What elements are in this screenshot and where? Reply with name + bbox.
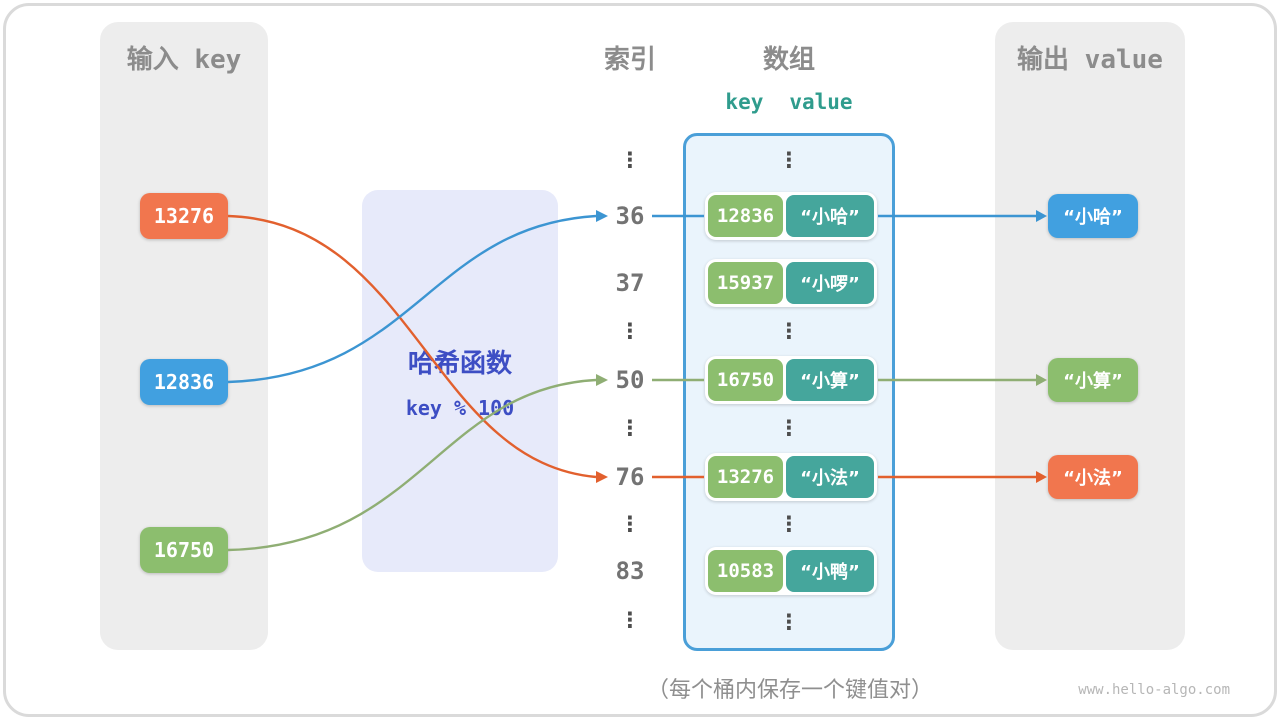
output-value-xiaofa: “小法” [1048, 455, 1138, 499]
hash-function-title: 哈希函数 [407, 348, 512, 379]
index-ellipsis: ⋮ [619, 416, 641, 440]
hash-function-box: 哈希函数 key % 100 [362, 190, 558, 572]
bucket-index-76: 13276 “小法” [705, 453, 877, 501]
array-ellipsis: ⋮ [778, 319, 800, 343]
index-83: 83 [615, 557, 645, 585]
array-ellipsis: ⋮ [778, 610, 800, 634]
index-37: 37 [615, 269, 645, 297]
input-key-12836: 12836 [140, 359, 228, 405]
index-50: 50 [615, 366, 645, 394]
bucket-key: 13276 [708, 456, 783, 498]
output-value-xiaosuan: “小算” [1048, 358, 1138, 402]
site-watermark: www.hello-algo.com [1078, 682, 1230, 698]
index-ellipsis: ⋮ [619, 319, 641, 343]
bucket-key: 12836 [708, 195, 783, 237]
bucket-index-37: 15937 “小啰” [705, 259, 877, 307]
input-key-16750: 16750 [140, 527, 228, 573]
output-value-xiaoha: “小哈” [1048, 194, 1138, 238]
input-key-13276: 13276 [140, 193, 228, 239]
kv-header-key: key [725, 90, 764, 114]
output-value-panel [995, 22, 1185, 650]
index-76: 76 [615, 463, 645, 491]
bucket-key: 16750 [708, 359, 783, 401]
bucket-index-83: 10583 “小鸭” [705, 547, 877, 595]
kv-header: key value [683, 90, 895, 114]
array-ellipsis: ⋮ [778, 512, 800, 536]
bucket-value: “小法” [786, 456, 874, 498]
bucket-value: “小算” [786, 359, 874, 401]
index-ellipsis: ⋮ [619, 512, 641, 536]
index-ellipsis: ⋮ [619, 608, 641, 632]
output-panel-title: 输出 value [1017, 45, 1163, 75]
bucket-value: “小鸭” [786, 550, 874, 592]
bucket-index-36: 12836 “小哈” [705, 192, 877, 240]
hash-function-formula: key % 100 [405, 395, 515, 420]
index-36: 36 [615, 202, 645, 230]
input-panel-title: 输入 key [126, 45, 242, 75]
kv-header-value: value [789, 90, 853, 114]
array-column-title: 数组 [762, 45, 815, 75]
diagram-caption: （每个桶内保存一个键值对） [646, 678, 933, 703]
index-ellipsis: ⋮ [619, 148, 641, 172]
bucket-value: “小啰” [786, 262, 874, 304]
array-ellipsis: ⋮ [778, 148, 800, 172]
index-column-title: 索引 [603, 45, 656, 75]
bucket-key: 10583 [708, 550, 783, 592]
bucket-value: “小哈” [786, 195, 874, 237]
array-ellipsis: ⋮ [778, 416, 800, 440]
bucket-index-50: 16750 “小算” [705, 356, 877, 404]
bucket-key: 15937 [708, 262, 783, 304]
